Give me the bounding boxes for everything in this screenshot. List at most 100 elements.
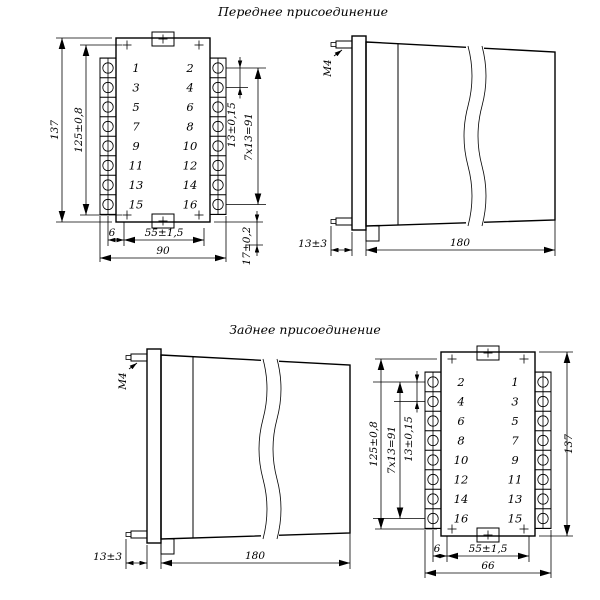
terminal-screw xyxy=(99,77,117,98)
terminal-number: 15 xyxy=(129,198,144,212)
dim-bottom-offset: 17±0,2 xyxy=(241,226,253,265)
side-view-front-connection: M4 13±3 180 xyxy=(298,35,556,256)
relay-body-outline xyxy=(440,351,536,537)
top-mounting-tab xyxy=(476,345,500,361)
screw-cross-icon xyxy=(519,524,529,534)
terminal-screw xyxy=(99,96,117,118)
dim-overall-width: 90 xyxy=(156,245,170,257)
terminal-screw xyxy=(99,155,117,176)
screw-cross-icon xyxy=(194,210,204,220)
dim-overall-height: 137 xyxy=(563,434,575,454)
terminal-number: 11 xyxy=(129,159,144,173)
terminal-number: 10 xyxy=(454,453,469,467)
terminal-screw xyxy=(209,155,227,176)
terminal-number: 10 xyxy=(183,139,198,153)
terminal-number: 8 xyxy=(186,120,193,134)
screw-cross-icon xyxy=(194,40,204,50)
terminal-screw xyxy=(424,508,442,529)
terminal-pin-tip xyxy=(330,42,337,47)
dim-edge-offset: 6 xyxy=(434,543,441,555)
terminal-screw xyxy=(534,410,552,432)
terminal-number: 15 xyxy=(508,512,523,526)
dim-overall-height: 137 xyxy=(49,120,61,140)
dim-pitch-total: 7x13=91 xyxy=(386,426,398,474)
mounting-lug xyxy=(365,225,380,242)
screw-cross-icon xyxy=(483,348,493,358)
rear-connection-view: 2 4 6 8 10 12 14 16 1 3 5 7 9 11 13 15 1… xyxy=(368,345,575,578)
terminal-number: 16 xyxy=(454,512,469,526)
screw-cross-icon xyxy=(519,354,529,364)
terminal-screw xyxy=(424,391,442,412)
bottom-mounting-tab xyxy=(151,213,175,229)
terminal-number: 3 xyxy=(132,81,139,95)
terminal-screw xyxy=(99,57,117,79)
terminal-number: 5 xyxy=(132,100,139,114)
terminal-screw xyxy=(424,410,442,432)
dim-pitch-total: 7x13=91 xyxy=(243,113,255,161)
terminal-number: 14 xyxy=(183,178,198,192)
top-mounting-tab xyxy=(151,31,175,47)
break-line xyxy=(477,45,487,227)
screw-cross-icon xyxy=(122,40,132,50)
terminal-screw xyxy=(424,449,442,471)
terminal-screw xyxy=(534,488,552,510)
dim-mounting-height: 125±0,8 xyxy=(73,107,85,153)
screw-cross-icon xyxy=(158,216,168,226)
terminal-screw xyxy=(209,174,227,196)
terminal-number: 2 xyxy=(456,375,464,389)
side-view-rear-connection xyxy=(93,349,350,569)
dim-mounting-width: 55±1,5 xyxy=(145,227,184,239)
terminal-number: 7 xyxy=(511,434,519,448)
terminal-number: 13 xyxy=(129,178,144,192)
terminal-number: 16 xyxy=(183,198,198,212)
terminal-screw xyxy=(209,135,227,157)
terminal-number: 5 xyxy=(511,414,518,428)
terminal-screw xyxy=(99,135,117,157)
terminal-screw xyxy=(534,430,552,451)
terminal-number: 13 xyxy=(508,492,523,506)
terminal-screw xyxy=(209,57,227,79)
terminal-pin-tip xyxy=(330,219,337,224)
relay-body-outline xyxy=(115,37,211,223)
front-plate xyxy=(351,35,367,231)
terminal-screw xyxy=(534,449,552,471)
terminal-screw xyxy=(534,469,552,490)
terminal-number: 1 xyxy=(511,375,518,389)
dim-overall-width: 66 xyxy=(481,560,495,572)
terminal-number: 6 xyxy=(457,414,464,428)
terminal-pin xyxy=(335,40,353,49)
terminal-number: 2 xyxy=(185,61,193,75)
dim-pin-length: 13±3 xyxy=(298,238,327,250)
terminal-screw xyxy=(534,508,552,529)
terminal-number: 6 xyxy=(186,100,193,114)
terminal-number: 11 xyxy=(508,473,523,487)
thread-label: M4 xyxy=(322,59,334,77)
screw-cross-icon xyxy=(447,524,457,534)
terminal-number: 7 xyxy=(132,120,140,134)
terminal-screw xyxy=(209,116,227,137)
screw-cross-icon xyxy=(122,210,132,220)
terminal-number: 14 xyxy=(454,492,469,506)
terminal-screw xyxy=(424,488,442,510)
terminal-number: 1 xyxy=(132,61,139,75)
screw-cross-icon xyxy=(483,530,493,540)
terminal-number: 9 xyxy=(132,139,139,153)
terminal-number: 12 xyxy=(454,473,469,487)
terminal-screw xyxy=(424,469,442,490)
case-body xyxy=(365,41,556,227)
front-view-title: Переднее присоединение xyxy=(217,4,388,19)
dim-terminal-pitch: 13±0,15 xyxy=(226,102,238,148)
terminal-number: 3 xyxy=(511,395,518,409)
terminal-screw xyxy=(209,96,227,118)
terminal-screw xyxy=(209,77,227,98)
bottom-mounting-tab xyxy=(476,527,500,543)
terminal-screw xyxy=(424,430,442,451)
front-connection-view: 1 3 5 7 9 11 13 15 2 4 6 8 10 12 14 16 1… xyxy=(49,31,266,265)
terminal-screw xyxy=(99,174,117,196)
terminal-screw xyxy=(534,391,552,412)
terminal-screw xyxy=(534,371,552,393)
screw-cross-icon xyxy=(447,354,457,364)
rear-view-title: Заднее присоединение xyxy=(229,322,380,337)
dim-terminal-pitch: 13±0,15 xyxy=(403,416,415,462)
dim-mounting-height: 125±0,8 xyxy=(368,421,380,467)
